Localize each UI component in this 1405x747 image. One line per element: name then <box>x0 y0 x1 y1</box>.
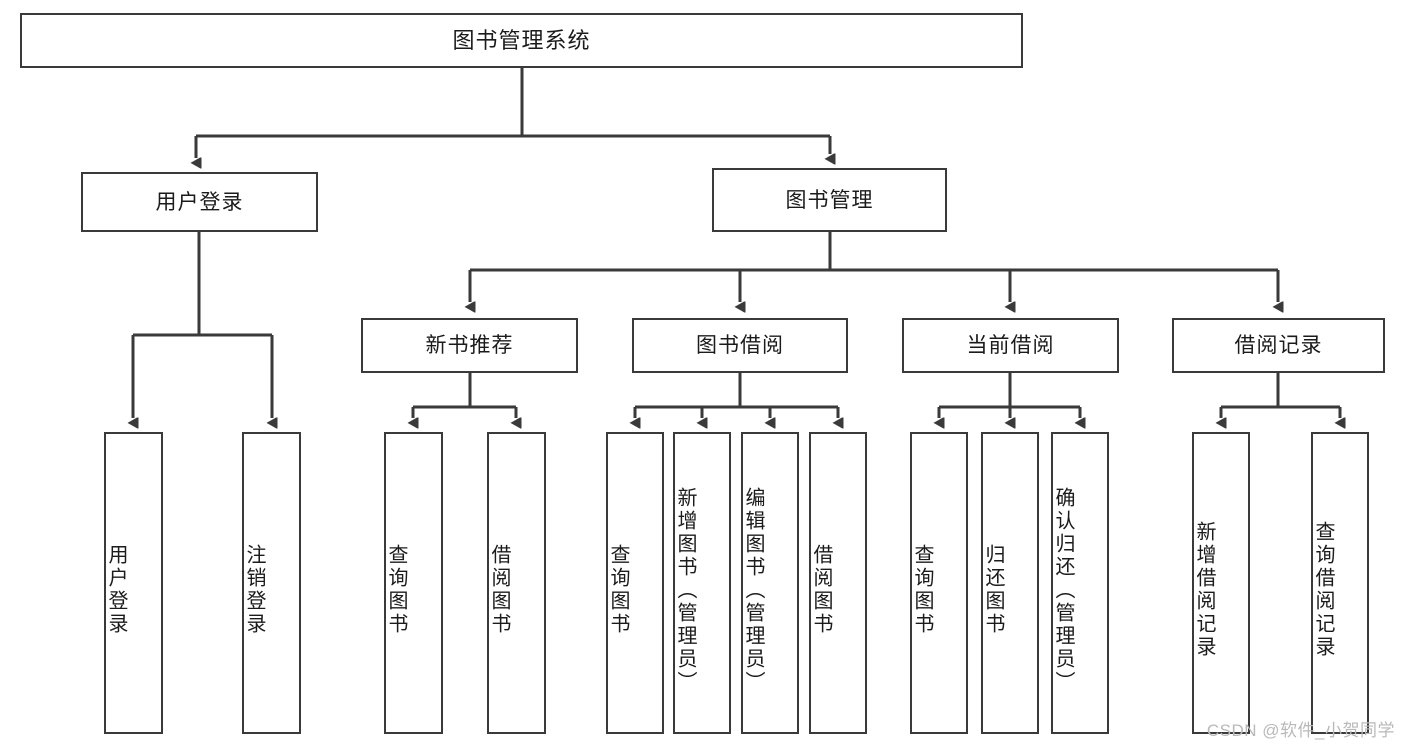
leaf-confirm-return-admin[interactable]: 确认归还（管理员） <box>1051 432 1109 734</box>
leaf-label: 确认归还（管理员） <box>1052 486 1074 694</box>
leaf-label: 归还图书 <box>982 544 1004 636</box>
leaf-user-login[interactable]: 用户登录 <box>104 432 163 734</box>
node-book-borrow[interactable]: 图书借阅 <box>632 318 848 373</box>
leaf-label: 查询图书 <box>911 544 933 636</box>
node-book-manage[interactable]: 图书管理 <box>712 168 947 232</box>
leaf-query-book-current[interactable]: 查询图书 <box>910 432 968 734</box>
leaf-return-book[interactable]: 归还图书 <box>981 432 1039 734</box>
node-new-book-recommend[interactable]: 新书推荐 <box>361 318 578 373</box>
leaf-query-borrow-record[interactable]: 查询借阅记录 <box>1311 432 1369 734</box>
node-borrow-record[interactable]: 借阅记录 <box>1172 318 1385 373</box>
node-current-borrow[interactable]: 当前借阅 <box>902 318 1119 373</box>
leaf-label: 注销登录 <box>243 544 265 636</box>
leaf-label: 查询图书 <box>385 544 407 636</box>
leaf-label: 借阅图书 <box>810 544 832 636</box>
leaf-borrow-book[interactable]: 借阅图书 <box>809 432 867 734</box>
leaf-user-logout[interactable]: 注销登录 <box>242 432 301 734</box>
leaf-add-book-admin[interactable]: 新增图书（管理员） <box>673 432 731 734</box>
leaf-add-borrow-record[interactable]: 新增借阅记录 <box>1192 432 1250 734</box>
leaf-label: 查询图书 <box>607 544 629 636</box>
leaf-borrow-book-new-recommend[interactable]: 借阅图书 <box>487 432 546 734</box>
leaf-label: 编辑图书（管理员） <box>742 486 764 694</box>
leaf-label: 新增图书（管理员） <box>674 486 696 694</box>
leaf-edit-book-admin[interactable]: 编辑图书（管理员） <box>741 432 799 734</box>
leaf-label: 借阅图书 <box>488 544 510 636</box>
leaf-label: 查询借阅记录 <box>1312 521 1334 659</box>
node-user-login[interactable]: 用户登录 <box>81 172 318 232</box>
leaf-query-book-borrow[interactable]: 查询图书 <box>606 432 664 734</box>
node-root-system[interactable]: 图书管理系统 <box>20 13 1023 68</box>
leaf-query-book-new-recommend[interactable]: 查询图书 <box>384 432 443 734</box>
leaf-label: 新增借阅记录 <box>1193 521 1215 659</box>
leaf-label: 用户登录 <box>105 544 127 636</box>
